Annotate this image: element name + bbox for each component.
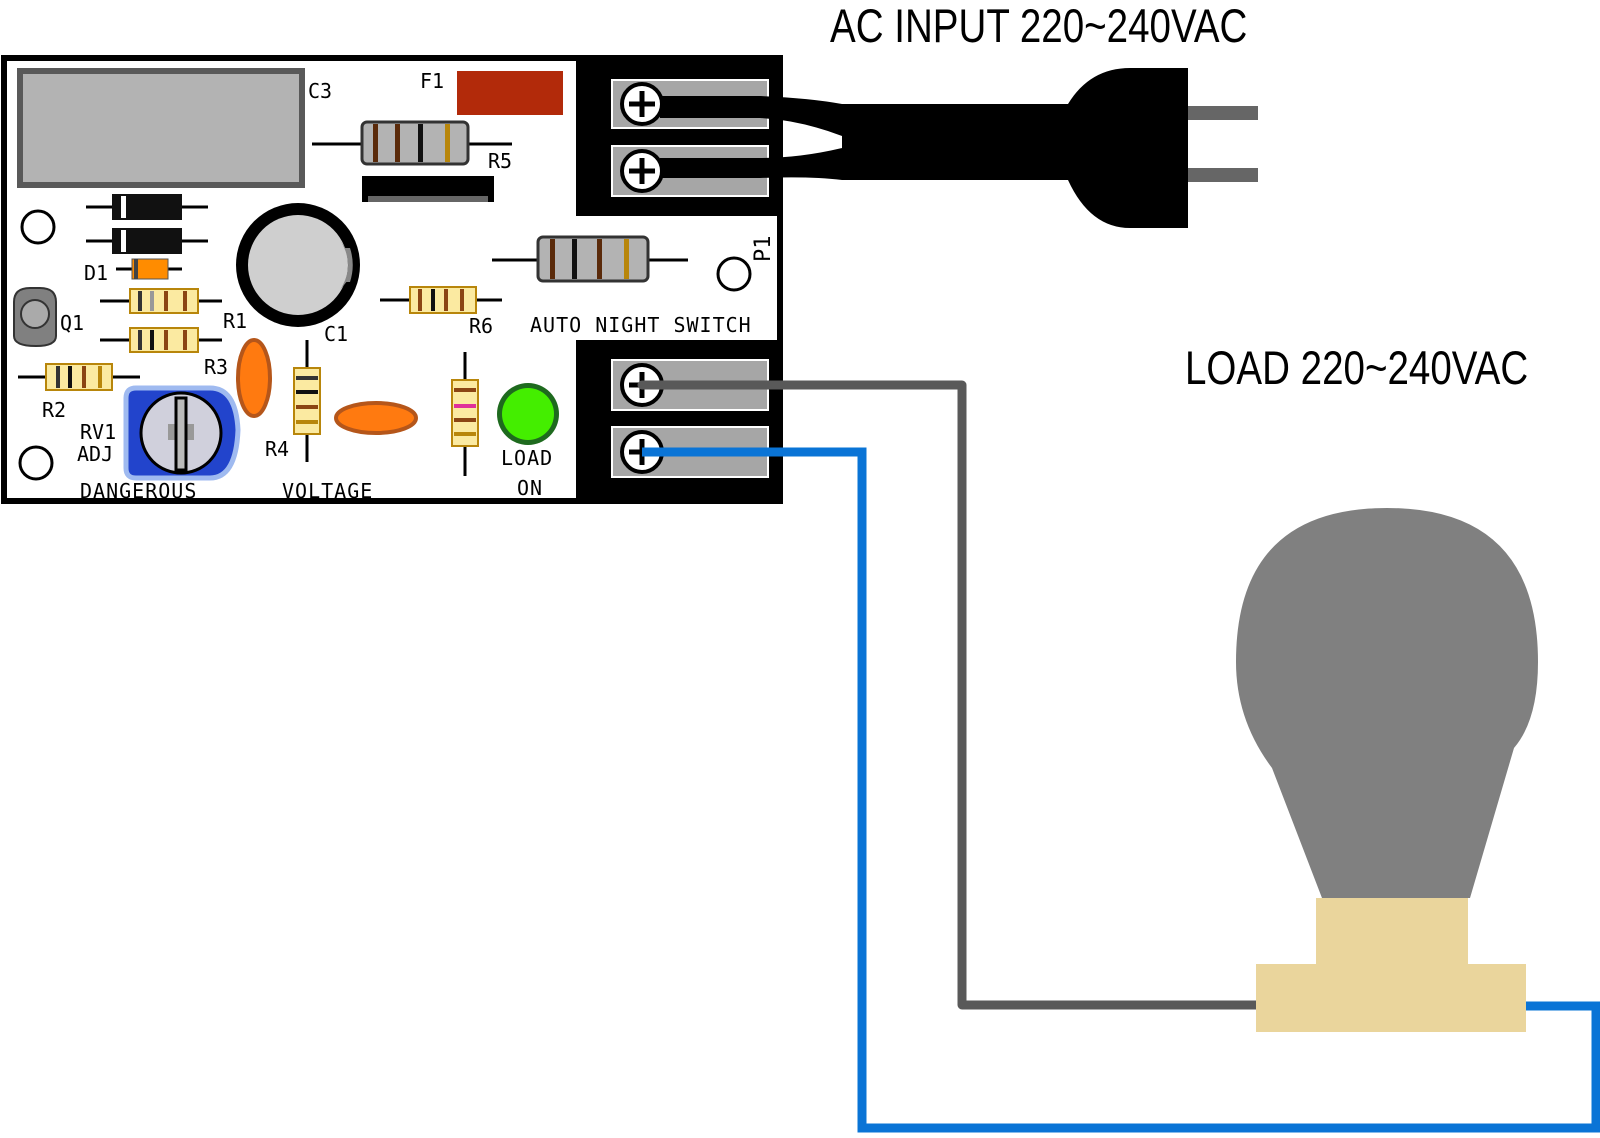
power-cord — [660, 96, 842, 180]
resistor-led — [451, 352, 479, 476]
led-load-on — [497, 383, 559, 445]
label-r2: R2 — [42, 398, 66, 422]
plug-body — [842, 68, 1188, 228]
label-r1: R1 — [223, 309, 247, 333]
resistor-r5 — [312, 120, 512, 166]
label-r6: R6 — [469, 314, 493, 338]
heatsink-bar-edge — [368, 196, 488, 202]
label-r5: R5 — [488, 149, 512, 173]
diode-d1 — [116, 258, 182, 280]
board-title: AUTO NIGHT SWITCH — [530, 313, 752, 337]
diode-1 — [86, 194, 208, 220]
resistor-r1b — [100, 327, 222, 353]
transistor-q1 — [13, 287, 57, 348]
resistor-r4 — [293, 340, 321, 462]
label-load: LOAD — [501, 446, 553, 470]
diode-2 — [86, 228, 208, 254]
label-r4: R4 — [265, 437, 289, 461]
label-on: ON — [517, 476, 543, 500]
load-wire-gray — [637, 380, 1267, 1010]
warning-voltage: VOLTAGE — [282, 479, 373, 503]
plug-pin-bottom — [1188, 168, 1258, 182]
mount-hole-top-left — [20, 209, 56, 245]
label-d1: D1 — [84, 261, 108, 285]
label-adj: ADJ — [77, 442, 113, 466]
pcb-board: C3 F1 R5 — [1, 55, 783, 504]
resistor-large-gray — [492, 235, 688, 283]
label-q1: Q1 — [60, 311, 84, 335]
mount-hole-p1 — [716, 256, 752, 292]
label-rv1: RV1 — [80, 420, 116, 444]
label-r3: R3 — [204, 355, 228, 379]
load-wire-blue — [642, 447, 1600, 1133]
resistor-r2 — [18, 363, 140, 391]
resistor-r6 — [380, 286, 502, 314]
ac-input-heading: AC INPUT 220~240VAC — [830, 0, 1248, 52]
capacitor-r3 — [236, 338, 272, 418]
light-bulb — [1236, 508, 1538, 1032]
resistor-r1a — [100, 288, 222, 314]
fuse-f1 — [457, 71, 563, 115]
plug-pin-top — [1188, 106, 1258, 120]
label-c3: C3 — [308, 79, 332, 103]
load-heading: LOAD 220~240VAC — [1185, 341, 1529, 394]
ac-power-plug — [660, 68, 1258, 228]
warning-dangerous: DANGEROUS — [80, 479, 197, 503]
capacitor-c3 — [17, 68, 305, 188]
label-p1: P1 — [751, 236, 776, 263]
label-c1: C1 — [324, 322, 348, 346]
capacitor-c1 — [236, 203, 360, 327]
capacitor-ceramic — [334, 401, 418, 435]
trimmer-rv1 — [123, 385, 241, 481]
bulb-glass — [1236, 508, 1538, 898]
label-f1: F1 — [420, 69, 444, 93]
bulb-neck — [1316, 898, 1468, 966]
mount-hole-bottom-left — [18, 445, 54, 481]
bulb-base — [1256, 964, 1526, 1032]
